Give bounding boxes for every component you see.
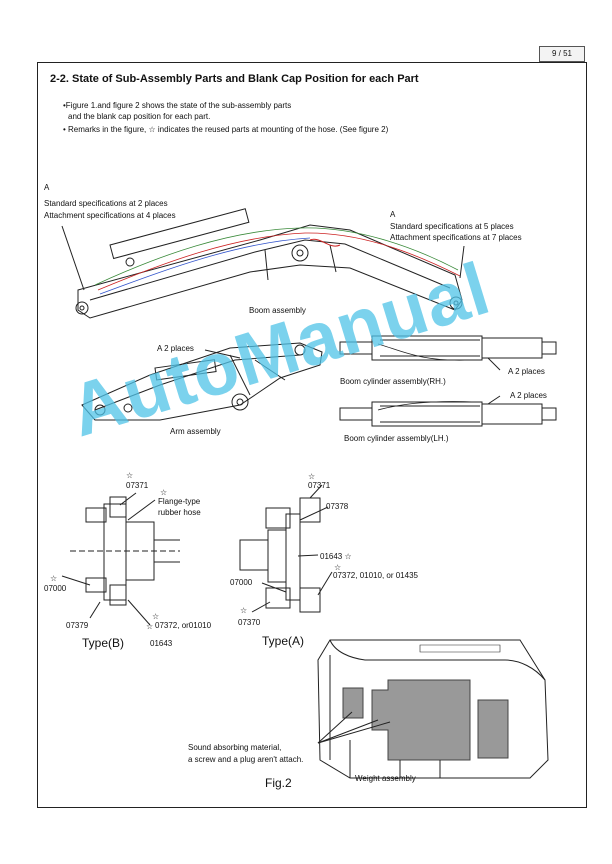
type-a-part-07378: 07378 bbox=[326, 502, 349, 511]
section-title: 2-2. State of Sub-Assembly Parts and Bla… bbox=[50, 73, 419, 85]
type-a-part-07000: 07000 bbox=[230, 578, 253, 587]
note-line-3: • Remarks in the figure, ☆ indicates the… bbox=[63, 125, 389, 134]
weight-note-2: a screw and a plug aren't attach. bbox=[188, 755, 304, 764]
type-b-part-07379: 07379 bbox=[66, 621, 89, 630]
type-a-star-07370: ☆ bbox=[240, 606, 248, 615]
boom-cylinder-rh-caption: Boom cylinder assembly(RH.) bbox=[340, 377, 446, 386]
boom-caption: Boom assembly bbox=[249, 306, 306, 315]
arm-places: A 2 places bbox=[157, 344, 194, 353]
type-b-star-flange: ☆ bbox=[160, 488, 168, 497]
type-b-star-07372: ☆ bbox=[152, 612, 160, 621]
type-a-star-07371: ☆ bbox=[308, 472, 316, 481]
type-b-part-07000: 07000 bbox=[44, 584, 67, 593]
type-b-part-01643: 01643 bbox=[150, 639, 173, 648]
boom-left-std: Standard specifications at 2 places bbox=[44, 199, 168, 208]
boom-cylinder-rh-drawing bbox=[339, 335, 557, 361]
boom-drawing bbox=[75, 208, 463, 319]
boom-cylinder-lh-drawing bbox=[339, 401, 557, 427]
boom-right-letter: A bbox=[390, 210, 396, 219]
type-b-star-07371: ☆ bbox=[126, 471, 134, 480]
type-b-star-07000: ☆ bbox=[50, 574, 58, 583]
type-b-caption: Type(B) bbox=[82, 636, 125, 650]
boom-cylinder-rh-places: A 2 places bbox=[508, 367, 545, 376]
type-b-flange-1: Flange-type bbox=[158, 497, 201, 506]
type-b-star-07372b: ☆ bbox=[146, 622, 154, 631]
type-b-part-07371: 07371 bbox=[126, 481, 149, 490]
type-a-part-01643: 01643 ☆ bbox=[320, 552, 352, 561]
type-b-fitting-drawing bbox=[70, 496, 180, 606]
note-line-2: and the blank cap position for each part… bbox=[68, 112, 211, 121]
boom-left-att: Attachment specifications at 4 places bbox=[44, 211, 176, 220]
boom-cylinder-lh-caption: Boom cylinder assembly(LH.) bbox=[344, 434, 449, 443]
weight-caption: Weight assembly bbox=[355, 774, 416, 783]
boom-cylinder-lh-places: A 2 places bbox=[510, 391, 547, 400]
boom-right-std: Standard specifications at 5 places bbox=[390, 222, 514, 231]
note-line-1: •Figure 1.and figure 2 shows the state o… bbox=[63, 101, 292, 110]
figure-caption: Fig.2 bbox=[265, 776, 292, 790]
weight-assembly-drawing bbox=[317, 639, 549, 779]
type-a-caption: Type(A) bbox=[262, 634, 305, 648]
type-a-part-07370: 07370 bbox=[238, 618, 261, 627]
type-a-fitting-drawing bbox=[239, 497, 321, 613]
weight-note-1: Sound absorbing material, bbox=[188, 743, 282, 752]
type-b-part-07372: 07372, or01010 bbox=[155, 621, 212, 630]
arm-caption: Arm assembly bbox=[170, 427, 221, 436]
type-a-part-07371: 07371 bbox=[308, 481, 331, 490]
page-frame bbox=[37, 62, 587, 808]
page-number: 9 / 51 bbox=[539, 46, 585, 62]
boom-right-att: Attachment specifications at 7 places bbox=[390, 233, 522, 242]
type-b-flange-2: rubber hose bbox=[158, 508, 201, 517]
boom-left-letter: A bbox=[44, 183, 50, 192]
type-a-part-07372: 07372, 01010, or 01435 bbox=[333, 571, 418, 580]
type-a-star-07372: ☆ bbox=[334, 563, 342, 572]
